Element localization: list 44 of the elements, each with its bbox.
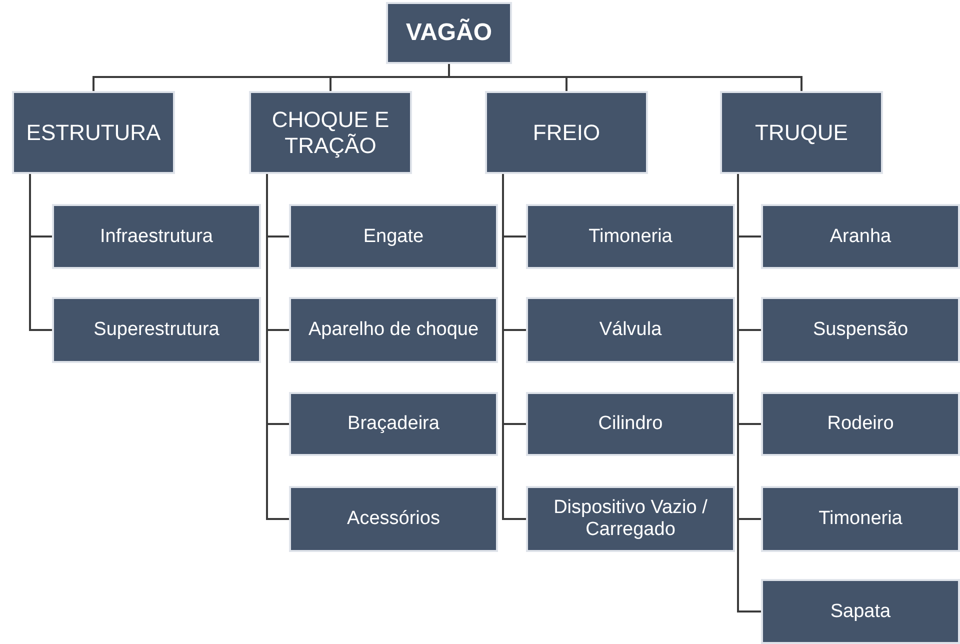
connector-line — [502, 174, 526, 520]
connector-line — [29, 174, 52, 331]
node-label: Acessórios — [347, 508, 440, 530]
component-box — [52, 204, 261, 269]
node-label: Válvula — [599, 319, 662, 341]
node-label: Dispositivo Vazio / Carregado — [552, 497, 708, 541]
node-label: Timoneria — [588, 226, 672, 248]
category-box — [485, 91, 648, 174]
node-label: CHOQUE E TRAÇÃO — [270, 107, 390, 158]
component-box — [761, 579, 960, 644]
component-box — [289, 204, 498, 269]
node-label: Aparelho de choque — [308, 319, 479, 341]
node-label: VAGÃO — [406, 19, 492, 47]
component-box — [526, 297, 735, 363]
node-label: Sapata — [830, 600, 891, 622]
component-box — [289, 392, 498, 456]
node-label: Timoneria — [818, 508, 902, 530]
component-box — [526, 204, 735, 269]
component-box — [761, 204, 960, 269]
node-label: Suspensão — [812, 319, 908, 341]
node-label: Rodeiro — [827, 413, 894, 435]
node-label: Engate — [363, 226, 424, 248]
node-label: Aranha — [830, 226, 892, 248]
category-box — [12, 91, 175, 174]
component-box — [526, 486, 735, 552]
component-box — [526, 392, 735, 456]
connector-line — [266, 174, 289, 520]
node-label: ESTRUTURA — [26, 120, 161, 146]
component-box — [761, 392, 960, 456]
root-box — [386, 2, 512, 64]
component-box — [52, 297, 261, 363]
category-box — [249, 91, 412, 174]
node-label: Infraestrutura — [100, 226, 213, 248]
component-box — [289, 486, 498, 552]
node-label: Superestrutura — [94, 319, 220, 341]
node-label: Braçadeira — [348, 413, 440, 435]
node-label: FREIO — [532, 120, 600, 146]
component-box — [761, 297, 960, 363]
component-box — [289, 297, 498, 363]
node-label: Cilindro — [598, 413, 663, 435]
category-box — [720, 91, 883, 174]
node-label: TRUQUE — [755, 120, 848, 146]
component-box — [761, 486, 960, 552]
connector-line — [448, 64, 802, 91]
